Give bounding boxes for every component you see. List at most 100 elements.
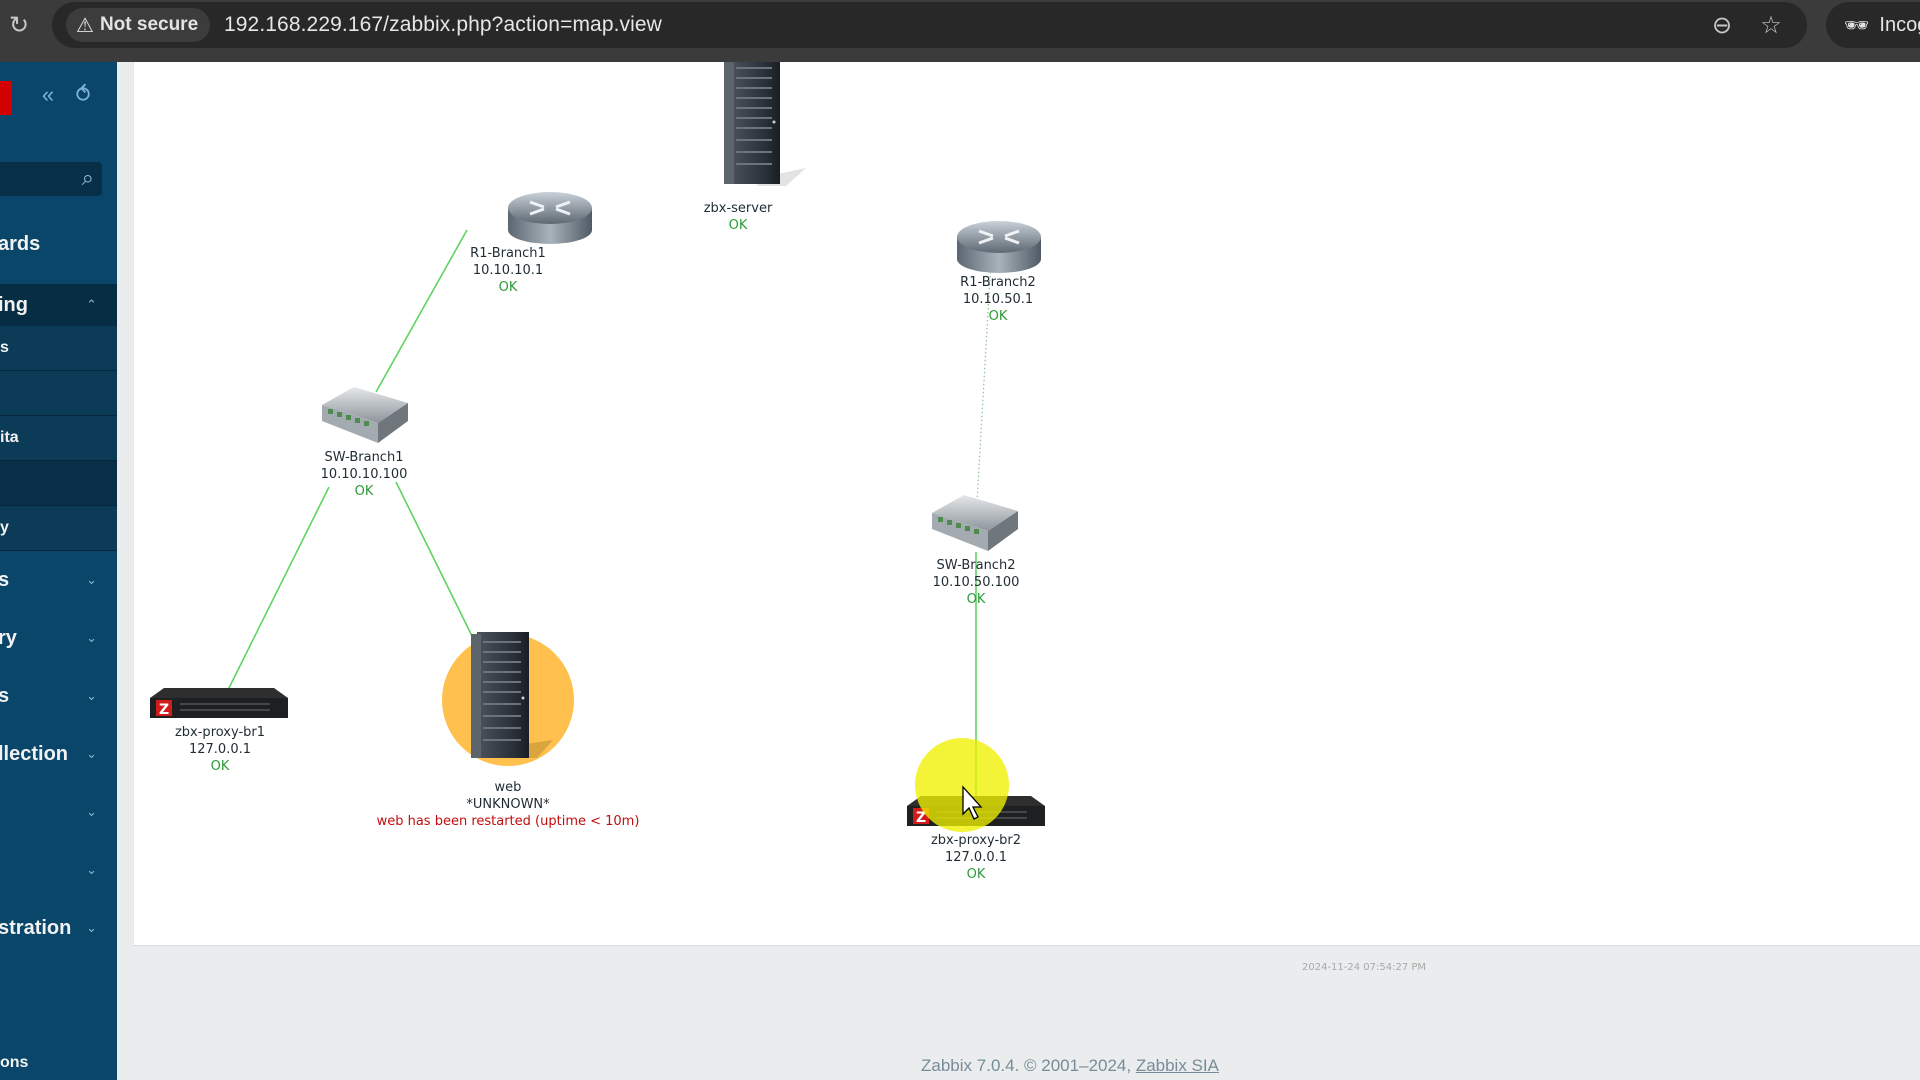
sidebar-item-services[interactable]: s ⌄ (0, 560, 117, 600)
node-status: OK (988, 309, 1008, 324)
chevron-down-icon: ⌄ (86, 920, 97, 935)
node-zbx-proxy-br1[interactable]: zbx-proxy-br1 127.0.0.1 OK (175, 724, 265, 775)
kiosk-mode-icon[interactable]: ⥀ (75, 82, 91, 107)
link-swbranch1-proxybr1[interactable] (227, 486, 330, 691)
sidebar-subitem-problems[interactable]: s (0, 326, 117, 371)
star-icon[interactable]: ☆ (1760, 11, 1782, 39)
node-status: OK (966, 592, 986, 607)
incognito-button[interactable]: 🕶 Incog (1826, 2, 1920, 48)
node-sw-branch1[interactable]: SW-Branch1 10.10.10.100 OK (321, 449, 408, 500)
chevron-down-icon: ⌄ (86, 804, 97, 819)
address-bar[interactable]: ⚠ Not secure 192.168.229.167/zabbix.php?… (52, 2, 1807, 48)
map-timestamp: 2024-11-24 07:54:27 PM (1302, 962, 1427, 973)
chevron-down-icon: ⌄ (86, 862, 97, 877)
node-name: R1-Branch2 (960, 275, 1036, 290)
router-icon[interactable] (508, 192, 592, 244)
reload-icon[interactable]: ↻ (8, 11, 30, 39)
sidebar-subitem-latest-data[interactable]: ita (0, 416, 117, 461)
sidebar-integrations[interactable]: ons (0, 1054, 29, 1071)
sidebar-item-administration[interactable]: stration ⌄ (0, 908, 117, 948)
sidebar-item-label: ry (0, 626, 17, 649)
node-web[interactable]: web *UNKNOWN* web has been restarted (up… (377, 779, 640, 830)
node-name: zbx-server (703, 201, 773, 216)
node-status: OK (728, 218, 748, 233)
sidebar-item-label: s (0, 339, 9, 356)
url-text[interactable]: 192.168.229.167/zabbix.php?action=map.vi… (224, 13, 662, 36)
footer: Zabbix 7.0.4. © 2001–2024, Zabbix SIA (0, 1056, 1920, 1076)
proxy-icon[interactable]: Z (150, 688, 288, 718)
cursor-highlight (915, 738, 1009, 832)
sidebar-item-alerts[interactable]: ⌄ (0, 792, 117, 832)
sidebar-item-label: stration (0, 916, 72, 939)
sidebar-subitem-hosts[interactable] (0, 371, 117, 416)
search-icon[interactable]: ⌕ (81, 165, 94, 190)
node-status: OK (966, 867, 986, 882)
switch-icon[interactable] (322, 387, 408, 443)
sidebar-subitem-discovery[interactable]: y (0, 506, 117, 551)
collapse-sidebar-icon[interactable]: « (41, 82, 55, 107)
incognito-icon: 🕶 (1844, 14, 1870, 37)
svg-text:Z: Z (916, 810, 926, 826)
network-map: Z Z (133, 62, 1920, 973)
node-name: zbx-proxy-br2 (930, 833, 1022, 848)
switch-icon[interactable] (932, 495, 1018, 551)
sidebar-item-dashboards[interactable]: ards (0, 224, 117, 264)
node-sw-branch2[interactable]: SW-Branch2 10.10.50.100 OK (933, 557, 1020, 608)
node-status: OK (354, 484, 374, 499)
chevron-down-icon: ⌄ (86, 746, 97, 761)
node-name: web (494, 780, 522, 795)
sidebar: « ⥀ ⌕ ards ing ⌃ s ita y s ⌄ ry ⌄ s ⌄ ll… (0, 62, 117, 1080)
sidebar-item-label: llection (0, 742, 69, 765)
link-r1branch2-swbranch2[interactable] (976, 259, 992, 503)
node-address: 10.10.50.1 (962, 292, 1034, 307)
zoom-out-icon[interactable]: ⊖ (1711, 11, 1733, 39)
sidebar-item-data-collection[interactable]: llection ⌄ (0, 734, 117, 774)
sidebar-item-label: ing (0, 293, 28, 316)
sidebar-item-label: ita (0, 429, 19, 446)
link-swbranch1-web[interactable] (395, 481, 473, 637)
sidebar-item-label: y (0, 519, 9, 536)
node-r1-branch1[interactable]: R1-Branch1 10.10.10.1 OK (470, 245, 546, 296)
zabbix-logo[interactable] (0, 81, 12, 115)
security-label: Not secure (99, 14, 199, 35)
chevron-down-icon: ⌄ (86, 630, 97, 645)
warning-icon: ⚠ (76, 14, 94, 37)
footer-link[interactable]: Zabbix SIA (1135, 1056, 1219, 1075)
node-status: OK (210, 759, 230, 774)
sidebar-item-reports[interactable]: s ⌄ (0, 676, 117, 716)
node-name: R1-Branch1 (470, 246, 546, 261)
node-address: *UNKNOWN* (466, 797, 550, 812)
site-info-button[interactable]: ⚠ Not secure (66, 8, 211, 42)
server-icon[interactable] (471, 632, 553, 758)
footer-copyright: Zabbix 7.0.4. © 2001–2024, (921, 1056, 1136, 1075)
node-r1-branch2[interactable]: R1-Branch2 10.10.50.1 OK (960, 274, 1036, 325)
node-address: 127.0.0.1 (944, 850, 1008, 865)
browser-toolbar: ↻ ⚠ Not secure 192.168.229.167/zabbix.ph… (0, 0, 1920, 62)
mouse-cursor-icon (962, 785, 983, 820)
svg-text:Z: Z (159, 702, 169, 718)
sidebar-item-label: s (0, 684, 10, 707)
node-status: OK (498, 280, 518, 295)
node-address: 10.10.10.100 (320, 467, 408, 482)
router-icon[interactable] (957, 221, 1041, 273)
server-icon[interactable] (724, 62, 806, 186)
node-zbx-server[interactable]: zbx-server OK (704, 200, 773, 234)
sidebar-item-monitoring[interactable]: ing ⌃ (0, 284, 117, 326)
node-name: SW-Branch2 (936, 558, 1016, 573)
sidebar-item-users[interactable]: ⌄ (0, 850, 117, 890)
node-name: SW-Branch1 (324, 450, 404, 465)
sidebar-item-label: ards (0, 232, 41, 255)
node-zbx-proxy-br2[interactable]: zbx-proxy-br2 127.0.0.1 OK (931, 832, 1021, 883)
chevron-down-icon: ⌄ (86, 572, 97, 587)
sidebar-subitem-maps[interactable] (0, 461, 117, 506)
link-r1branch1-swbranch1[interactable] (375, 229, 468, 393)
chevron-up-icon: ⌃ (86, 297, 97, 312)
sidebar-item-inventory[interactable]: ry ⌄ (0, 618, 117, 658)
map-canvas: Z Z (150, 62, 1045, 832)
problem-text: web has been restarted (uptime < 10m) (376, 814, 640, 829)
node-name: zbx-proxy-br1 (174, 725, 266, 740)
sidebar-search-input[interactable]: ⌕ (0, 162, 102, 196)
chevron-down-icon: ⌄ (86, 688, 97, 703)
node-address: 127.0.0.1 (188, 742, 252, 757)
node-address: 10.10.10.1 (472, 263, 544, 278)
